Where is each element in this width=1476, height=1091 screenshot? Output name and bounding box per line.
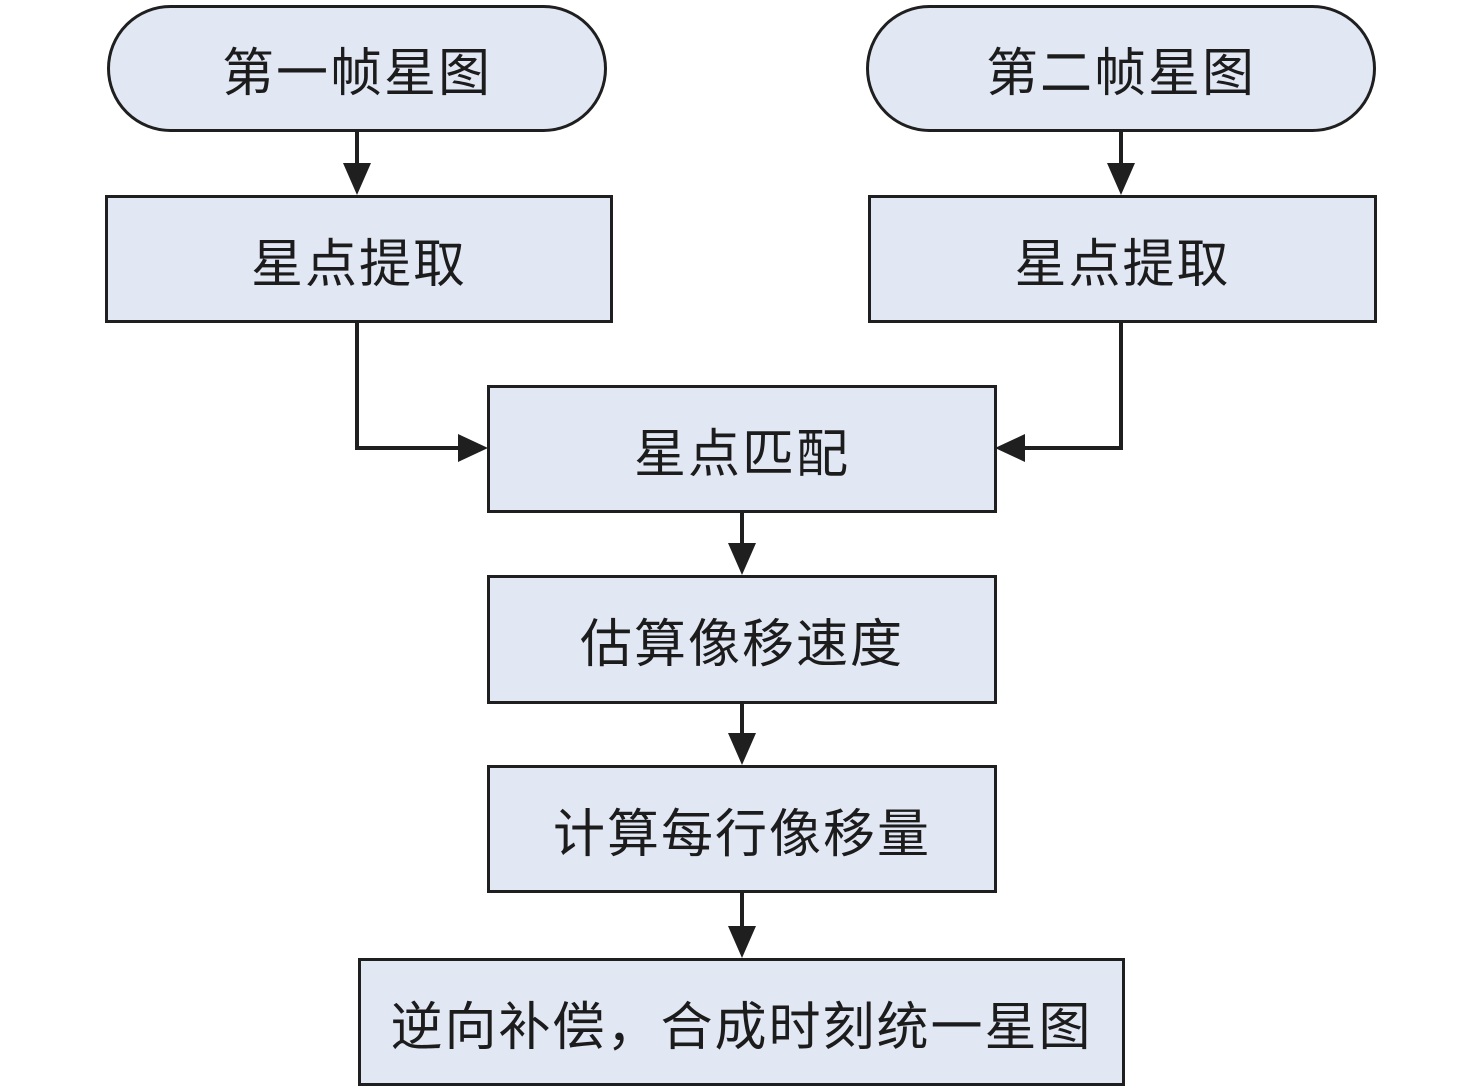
node-star-point-extraction-left: 星点提取 (105, 195, 613, 323)
arrow-down-icon (1107, 163, 1135, 195)
node-star-point-extraction-right: 星点提取 (868, 195, 1377, 323)
node-star-point-matching: 星点匹配 (487, 385, 997, 513)
connector-perrow-compose-line (740, 893, 744, 928)
arrow-down-icon (728, 733, 756, 765)
arrow-left-icon (995, 434, 1025, 462)
node-reverse-compensation-compose-unified-star-image: 逆向补偿，合成时刻统一星图 (358, 958, 1125, 1086)
connector-match-estimate-line (740, 513, 744, 545)
node-compute-per-row-image-motion: 计算每行像移量 (487, 765, 997, 893)
connector-extract1-match-vline (355, 323, 359, 450)
connector-frame1-extract1-line (355, 132, 359, 165)
arrow-down-icon (728, 926, 756, 958)
connector-extract2-match-vline (1119, 323, 1123, 450)
node-estimate-image-motion-velocity: 估算像移速度 (487, 575, 997, 704)
node-first-frame-star-image: 第一帧星图 (107, 5, 607, 132)
connector-frame2-extract2-line (1119, 132, 1123, 165)
arrow-down-icon (728, 543, 756, 575)
connector-extract1-match-hline (355, 446, 460, 450)
arrow-down-icon (343, 163, 371, 195)
node-second-frame-star-image: 第二帧星图 (866, 5, 1376, 132)
connector-estimate-perrow-line (740, 704, 744, 735)
arrow-right-icon (458, 434, 488, 462)
connector-extract2-match-hline (1025, 446, 1123, 450)
